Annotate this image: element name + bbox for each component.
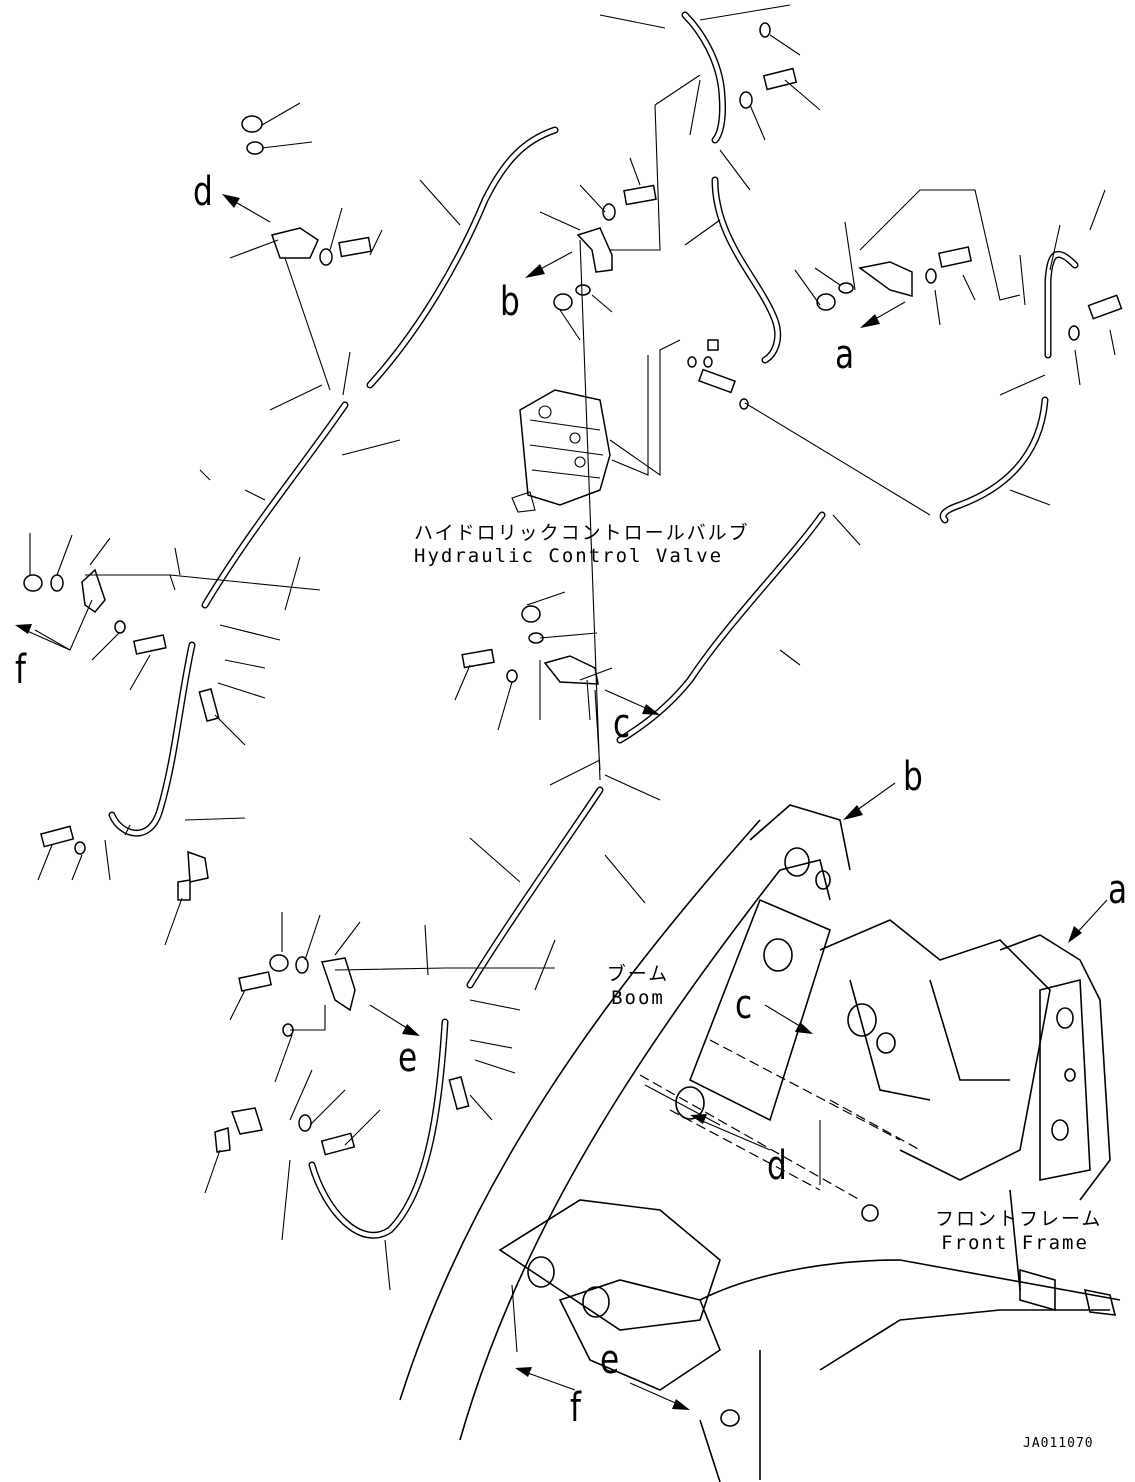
- view-letter-f-2: f: [570, 1385, 581, 1431]
- view-letter-c-2: c: [735, 982, 753, 1028]
- boom-caption-en: Boom: [611, 987, 665, 1009]
- fittings: [23, 22, 1123, 1156]
- boom-and-front-frame: [399, 804, 1121, 1482]
- hydraulic-control-valve: [511, 339, 681, 513]
- view-letter-e: e: [398, 1035, 418, 1081]
- view-letter-b: b: [500, 279, 520, 325]
- view-letter-e-2: e: [600, 1337, 620, 1383]
- valve-caption-en: Hydraulic Control Valve: [414, 545, 724, 567]
- leader-lines: [29, 4, 1116, 1353]
- frame-caption-en: Front Frame: [941, 1232, 1089, 1254]
- boom-caption-jp: ブーム: [606, 963, 670, 985]
- view-letter-a-2: a: [1108, 867, 1128, 913]
- view-letter-d: d: [193, 169, 213, 215]
- drawing-code: JA011070: [1023, 1436, 1094, 1451]
- view-letter-d-2: d: [767, 1143, 787, 1189]
- frame-caption-jp: フロントフレーム: [935, 1208, 1103, 1230]
- view-letter-a: a: [835, 332, 855, 378]
- valve-caption-jp: ハイドロリックコントロールバルブ: [414, 522, 750, 544]
- view-letter-b-2: b: [903, 754, 923, 800]
- direction-arrows: [15, 194, 1108, 1410]
- view-letter-f: f: [15, 647, 26, 693]
- hoses: [108, 11, 1079, 1239]
- view-letter-c: c: [613, 701, 631, 747]
